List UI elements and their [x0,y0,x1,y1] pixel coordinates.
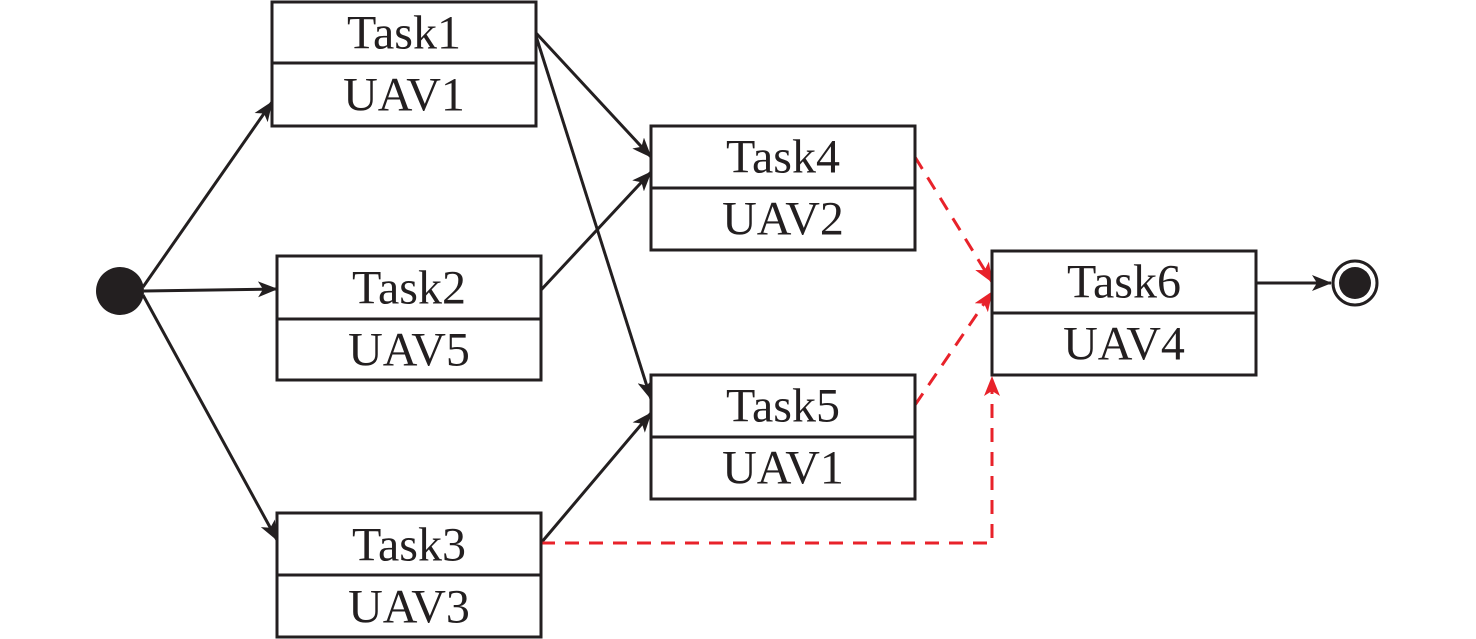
task-node-5: Task5 UAV1 [649,373,917,501]
edge-t5-to-t6-dashed [913,291,994,406]
uav-label: UAV1 [343,69,465,122]
task-node-4: Task4 UAV2 [649,124,917,252]
task-label: Task4 [726,131,840,184]
task-node-3: Task3 UAV3 [275,511,543,639]
task-node-2: Task2 UAV5 [275,254,543,382]
uav-label: UAV5 [348,324,470,377]
edge-start-to-t3 [141,294,279,541]
uav-label: UAV3 [348,581,470,634]
edge-t3-to-t6-dashed [541,376,1000,545]
task-label: Task1 [347,7,461,60]
task-label: Task3 [352,519,466,572]
end-node [1331,259,1379,307]
edge-t4-to-t6-dashed [913,156,994,283]
task-node-6: Task6 UAV4 [990,249,1258,377]
edge-t2-to-t4 [539,170,653,292]
task-label: Task5 [726,380,840,433]
edge-start-to-t2 [143,281,278,298]
uav-label: UAV2 [722,193,844,246]
edge-t1-to-t4 [534,31,653,159]
edge-t1-to-t5 [534,35,653,400]
edge-start-to-t1 [141,101,274,288]
task-label: Task6 [1067,256,1181,309]
start-node [96,267,144,315]
uav-label: UAV4 [1063,318,1185,371]
task-label: Task2 [352,262,466,315]
uav-label: UAV1 [722,442,844,495]
task-node-1: Task1 UAV1 [270,0,538,128]
edge-t3-to-t5 [539,412,653,544]
